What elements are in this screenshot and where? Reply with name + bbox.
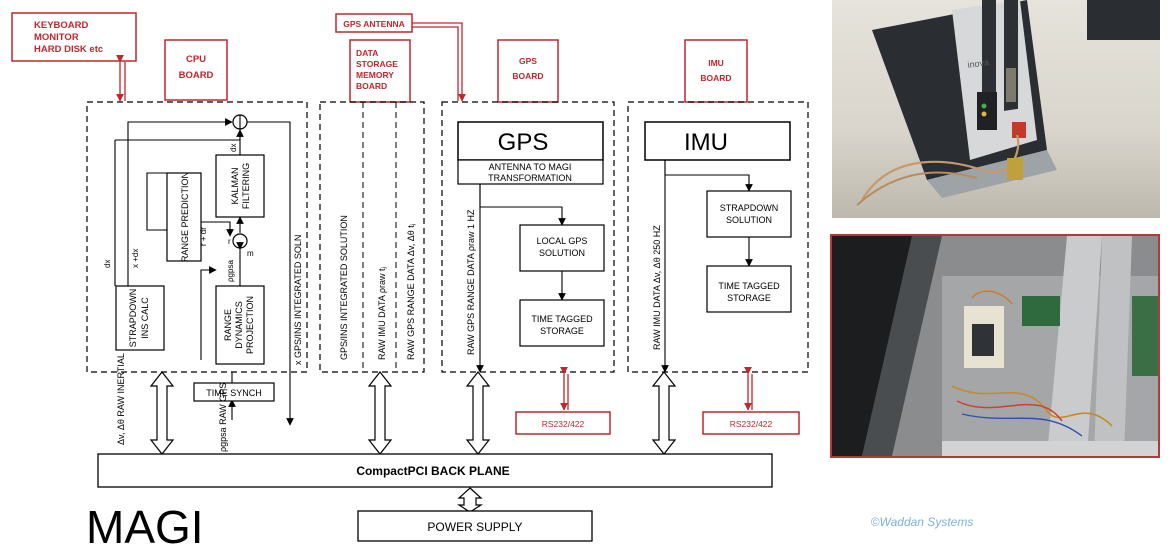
- dx-left-label: dx: [103, 260, 112, 268]
- svg-text:RS232/422: RS232/422: [542, 419, 585, 429]
- power-supply-box: POWER SUPPLY: [357, 510, 593, 542]
- svg-text:STORAGE: STORAGE: [540, 326, 584, 336]
- imu-board-outline: [627, 101, 809, 373]
- keyboard-monitor-label: KEYBOARD MONITOR HARD DISK etc: [11, 12, 137, 62]
- magi-title: MAGI: [86, 501, 204, 546]
- svg-text:MEMORY: MEMORY: [356, 70, 394, 80]
- time-synch-box: TIME SYNCH: [193, 382, 275, 402]
- gps-lines: [476, 184, 566, 373]
- svg-text:LOCAL GPS: LOCAL GPS: [537, 236, 588, 246]
- svg-text:RANGE: RANGE: [223, 309, 233, 341]
- svg-text:GPS ANTENNA: GPS ANTENNA: [343, 19, 405, 29]
- svg-text:TRANSFORMATION: TRANSFORMATION: [488, 173, 572, 183]
- svg-text:CPU: CPU: [186, 54, 206, 65]
- svg-text:IMU: IMU: [684, 129, 728, 156]
- gps-raw-range-label: RAW GPS RANGE DATA ρraw 1 HZ: [466, 209, 476, 355]
- raw-imu-data-label: RAW IMU DATA ρraw tⱼ: [377, 267, 387, 360]
- data-storage-board-label: DATA STORAGE MEMORY BOARD: [349, 39, 411, 103]
- red-connectors: [116, 22, 466, 102]
- kalman-filtering-box: KALMAN FILTERING: [215, 154, 265, 218]
- svg-text:POWER SUPPLY: POWER SUPPLY: [427, 520, 522, 534]
- gps-board-label: GPS BOARD: [497, 39, 559, 103]
- range-dynamics-box: RANGE DYNAMICS PROJECTION: [215, 285, 265, 365]
- imu-board-label: IMU BOARD: [684, 39, 748, 103]
- svg-text:GPS: GPS: [498, 129, 549, 156]
- board-outlines: [86, 101, 809, 373]
- svg-text:STORAGE: STORAGE: [356, 59, 398, 69]
- data-board-outline: [319, 101, 425, 373]
- antenna-to-magi-box: ANTENNA TO MAGI TRANSFORMATION: [457, 159, 604, 185]
- sum-junction-mid: [232, 233, 248, 249]
- svg-text:CompactPCI BACK PLANE: CompactPCI BACK PLANE: [356, 464, 509, 478]
- svg-text:inova: inova: [967, 57, 990, 70]
- imu-time-tagged-box: TIME TAGGED STORAGE: [706, 265, 792, 313]
- cpu-signal-lines: [114, 115, 294, 426]
- integrated-solution-label: GPS/INS INTEGRATED SOLUTION: [339, 215, 349, 360]
- svg-text:HARD DISK etc: HARD DISK etc: [34, 44, 103, 55]
- svg-text:DYNAMICS: DYNAMICS: [234, 301, 244, 349]
- x-plus-dx-label: x +dx: [131, 249, 140, 268]
- cpu-board-label: CPU BOARD: [164, 39, 228, 101]
- local-gps-solution-box: LOCAL GPS SOLUTION: [519, 224, 605, 272]
- photo-board-closeup: [830, 234, 1160, 458]
- svg-text:KALMAN: KALMAN: [230, 167, 240, 204]
- svg-text:TIME TAGGED: TIME TAGGED: [718, 281, 780, 291]
- imu-raw-data-label: RAW IMU DATA Δv, Δθ 250 HZ: [652, 225, 662, 350]
- svg-text:RANGE PREDICTION: RANGE PREDICTION: [180, 172, 190, 262]
- raw-gps-range-data-label: RAW GPS RANGE DATA Δv, Δθ tⱼ: [406, 223, 416, 360]
- svg-text:RS232/422: RS232/422: [730, 419, 773, 429]
- svg-text:IMU: IMU: [708, 58, 724, 68]
- svg-text:GPS: GPS: [519, 56, 537, 66]
- strapdown-ins-box: STRAPDOWN INS CALC: [115, 285, 165, 351]
- svg-text:BOARD: BOARD: [356, 81, 387, 91]
- chassis-image: inova: [856, 0, 1160, 206]
- svg-text:BOARD: BOARD: [179, 70, 214, 81]
- imu-lines: [661, 160, 753, 373]
- svg-text:BOARD: BOARD: [512, 71, 543, 81]
- gps-title-box: GPS: [457, 121, 604, 161]
- rs232-connectors: [560, 366, 753, 411]
- svg-text:INS CALC: INS CALC: [140, 297, 150, 339]
- gps-rs232-label: RS232/422: [515, 411, 611, 435]
- photo-chassis: inova: [832, 0, 1160, 218]
- r-plus-dr-label: r + dr: [199, 227, 208, 246]
- svg-text:SOLUTION: SOLUTION: [726, 215, 772, 225]
- svg-text:TIME SYNCH: TIME SYNCH: [206, 388, 262, 398]
- rho-gpsa-label: ρgpsa: [226, 260, 235, 282]
- svg-text:STRAPDOWN: STRAPDOWN: [720, 203, 779, 213]
- gps-time-tagged-box: TIME TAGGED STORAGE: [519, 299, 605, 347]
- integrated-soln-label: x GPS/INS INTEGRATED SOLN: [293, 235, 303, 365]
- svg-text:DATA: DATA: [356, 48, 378, 58]
- svg-text:PROJECTION: PROJECTION: [245, 296, 255, 354]
- board-closeup-image: [832, 236, 1158, 456]
- svg-text:SOLUTION: SOLUTION: [539, 248, 585, 258]
- raw-gps-label: ρgpsa RAW GPS: [218, 383, 228, 452]
- gps-board-outline: [441, 101, 615, 373]
- gps-antenna-label: GPS ANTENNA: [335, 13, 413, 33]
- watermark: ©Waddan Systems: [871, 515, 974, 529]
- range-prediction-box: RANGE PREDICTION: [166, 172, 202, 262]
- svg-text:ANTENNA TO MAGI: ANTENNA TO MAGI: [489, 162, 572, 172]
- m-label: m: [247, 249, 254, 258]
- svg-text:STORAGE: STORAGE: [727, 293, 771, 303]
- svg-text:STRAPDOWN: STRAPDOWN: [128, 289, 138, 348]
- cpu-board-outline: [86, 101, 308, 373]
- r-label: r: [228, 237, 231, 246]
- svg-text:KEYBOARD: KEYBOARD: [34, 20, 89, 31]
- imu-strapdown-box: STRAPDOWN SOLUTION: [706, 190, 792, 238]
- raw-inertial-label: Δv, Δθ RAW INERTIAL: [116, 353, 126, 445]
- compactpci-backplane: CompactPCI BACK PLANE: [97, 453, 773, 488]
- svg-text:FILTERING: FILTERING: [241, 163, 251, 209]
- imu-rs232-label: RS232/422: [702, 411, 800, 435]
- svg-text:TIME TAGGED: TIME TAGGED: [531, 314, 593, 324]
- svg-text:MONITOR: MONITOR: [34, 32, 79, 43]
- svg-text:BOARD: BOARD: [700, 73, 731, 83]
- dx-top-label: dx: [229, 144, 238, 152]
- imu-title-box: IMU: [644, 121, 791, 161]
